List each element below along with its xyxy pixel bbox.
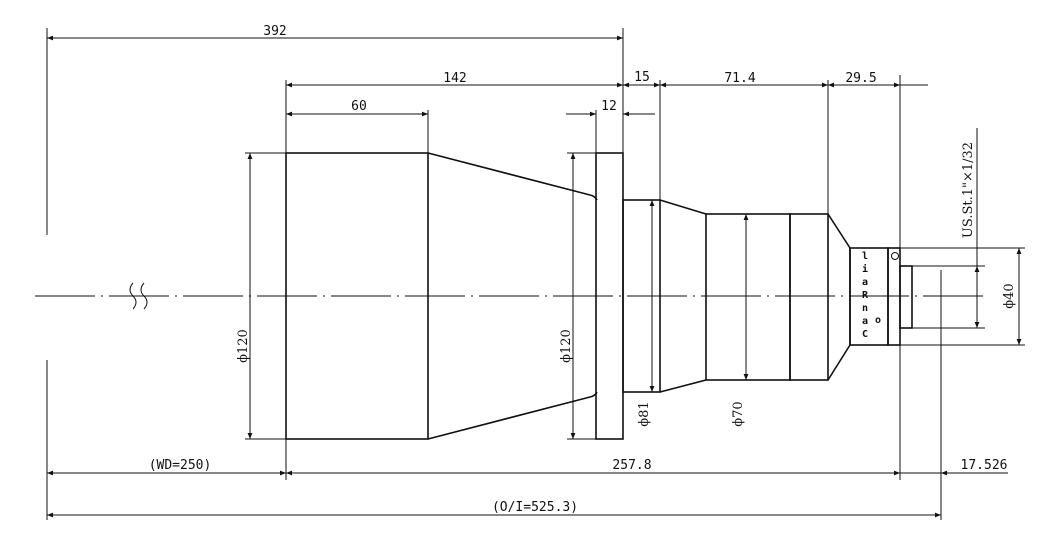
dim-front-diameter: ϕ120: [236, 329, 251, 363]
neck-taper-bottom: [659, 379, 707, 393]
dim-lens-length: 257.8: [612, 458, 651, 473]
dim-neck-diameter: ϕ81: [637, 401, 652, 426]
dim-oi: (O/I=525.3): [492, 500, 578, 515]
dim-flange-diameter: ϕ120: [559, 329, 574, 363]
mark-letter: i: [862, 263, 868, 275]
mark-letter: n: [862, 303, 868, 314]
rear-body: [705, 213, 791, 381]
mark-letter: a: [862, 316, 868, 327]
dim-body-diameter: ϕ70: [731, 401, 746, 426]
mark-letter: C: [862, 329, 868, 340]
dim-tube-to-flange: 142: [443, 71, 466, 86]
mount-thread-spec: US.St.1"×1/32: [961, 142, 976, 238]
neck-taper-top: [659, 199, 707, 215]
mark-letter: R: [862, 290, 869, 301]
taper-bottom: [427, 391, 598, 440]
dim-rear-taper: 29.5: [845, 71, 876, 86]
rear-taper-bottom: [827, 344, 851, 381]
break-mark: [140, 282, 148, 310]
break-mark: [129, 282, 137, 310]
dim-flange-thickness: 12: [601, 99, 617, 114]
rear-taper-top: [827, 213, 851, 249]
mark-letter: a: [862, 277, 868, 288]
thread-section: [899, 265, 913, 329]
dim-mount-diameter: ϕ40: [1002, 283, 1017, 308]
body-marking: l i a R n a C o: [862, 251, 881, 340]
taper-top: [427, 152, 598, 201]
mark-letter: o: [875, 315, 881, 326]
dim-total-to-flange: 392: [263, 24, 286, 39]
mark-letter: l: [862, 251, 868, 262]
dim-neck: 15: [634, 70, 650, 85]
rear-ring: [789, 213, 829, 381]
neck: [622, 199, 661, 393]
dim-front-barrel: 60: [351, 99, 367, 114]
dim-back-focus: 17.526: [961, 458, 1008, 473]
front-barrel: [285, 152, 429, 440]
dim-rear-body: 71.4: [724, 71, 755, 86]
dim-wd: (WD=250): [149, 458, 212, 473]
mount-screw: [891, 252, 899, 260]
